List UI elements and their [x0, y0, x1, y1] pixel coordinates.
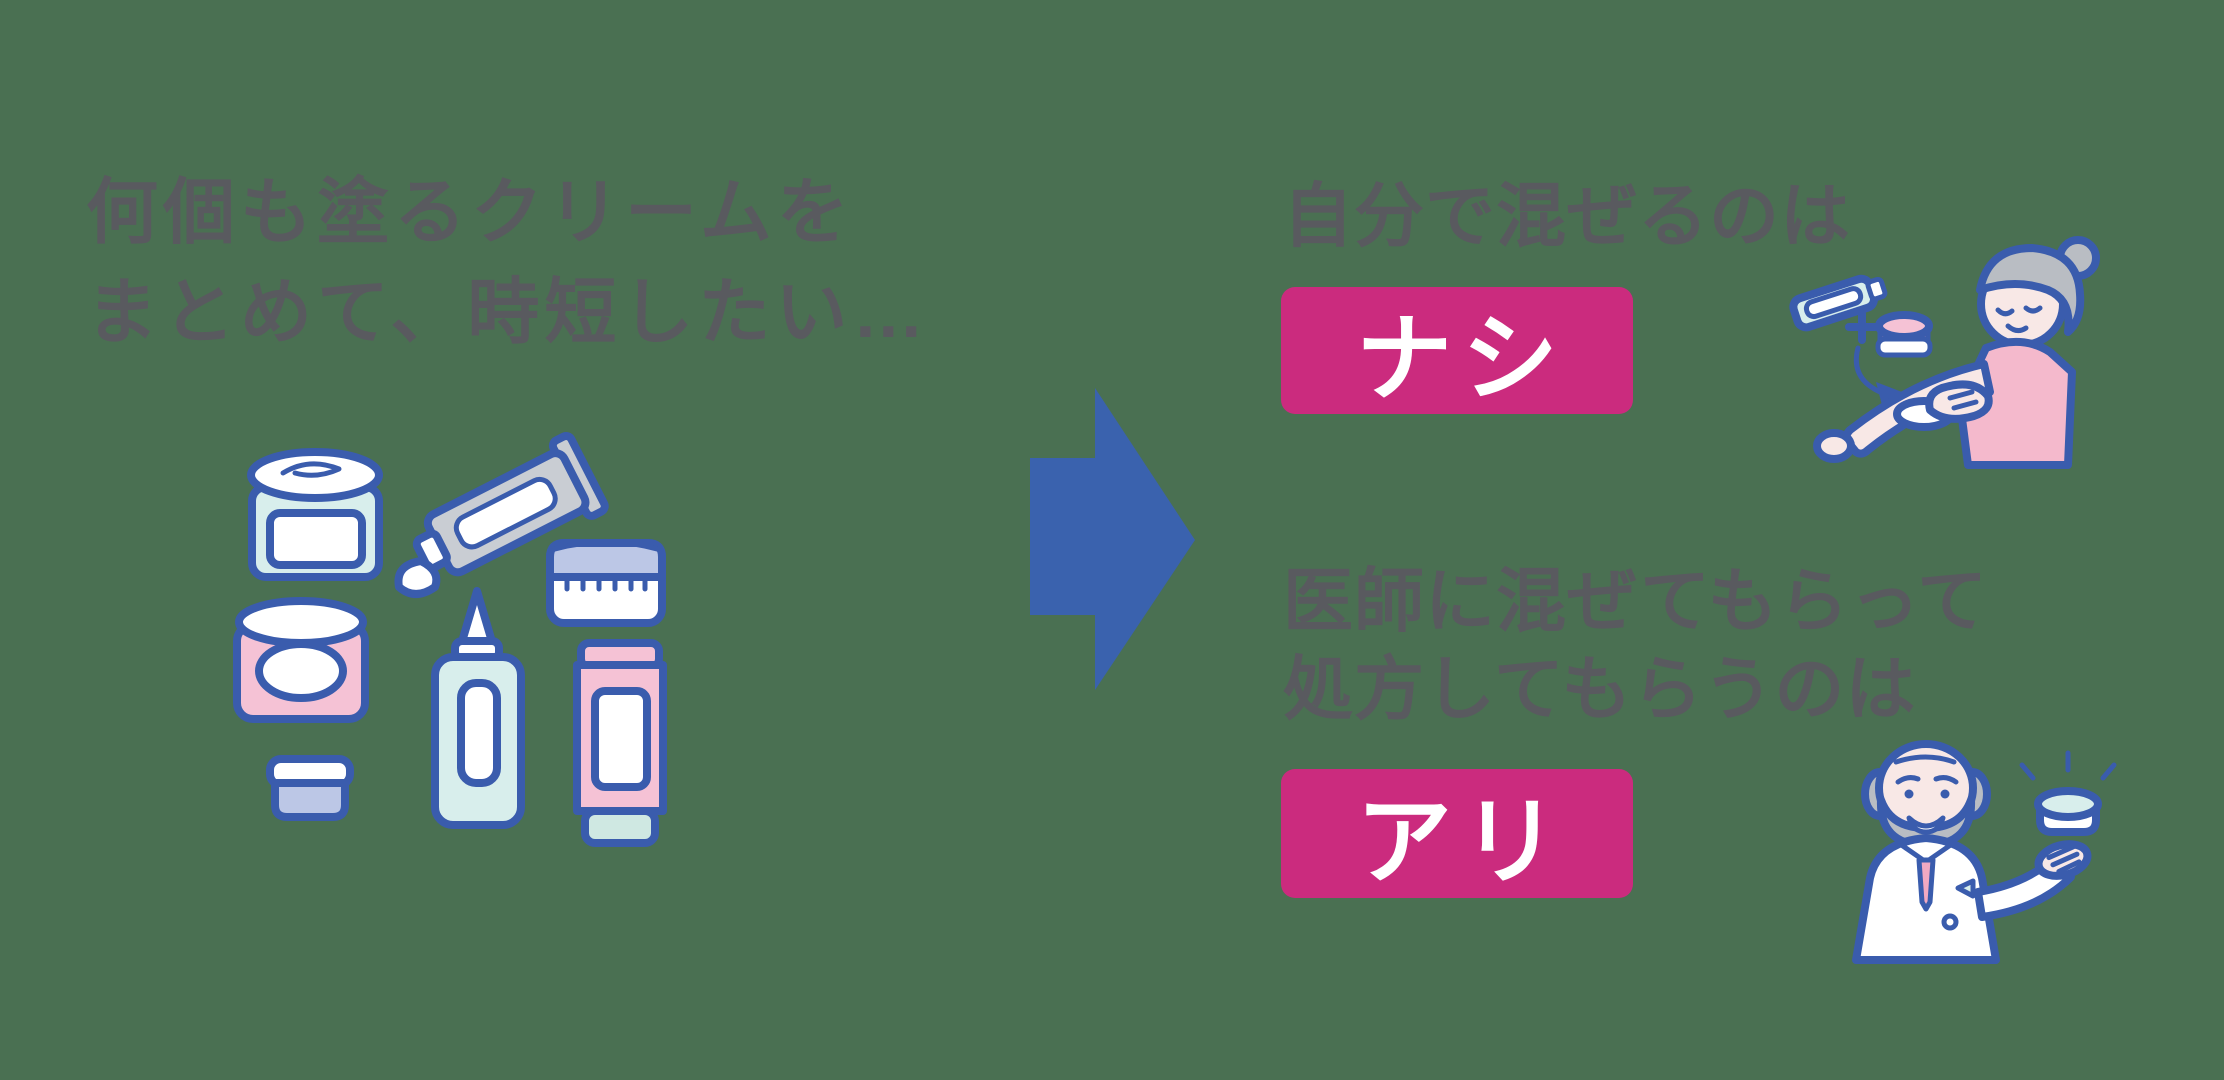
problem-headline-line1: 何個も塗るクリームを: [86, 173, 854, 253]
doctor-mix-verdict-text: アリ: [1356, 789, 1568, 896]
self-mix-verdict-text: ナシ: [1356, 306, 1568, 413]
mini-jar-icon: [1875, 311, 1933, 358]
curved-arrow-icon: [1853, 345, 1883, 395]
woman-figure: [1813, 236, 2100, 469]
doctor-figure: [1852, 740, 2092, 964]
standing-tube-pink-icon: [573, 639, 667, 847]
woman-applying-cream-illustration: [1789, 236, 2100, 469]
arrow-right-icon: [1030, 388, 1195, 690]
small-jar-icon: [266, 755, 354, 821]
self-mix-verdict-badge: ナシ: [1281, 287, 1633, 414]
doctor-mix-label: 医師に混ぜてもらって 処方してもらうのは: [1283, 557, 1988, 733]
nozzle-bottle-mint-icon: [431, 587, 525, 829]
jar-lid-lavender-icon: [546, 539, 666, 627]
mini-tube-icon: [1789, 274, 1888, 332]
held-cream-jar-icon: [2019, 750, 2117, 836]
problem-headline: 何個も塗るクリームを まとめて、時短したい…: [86, 163, 929, 363]
squeeze-tube-gray-icon: [412, 432, 609, 577]
plus-icon: [1845, 310, 1879, 344]
cream-squeeze-blob: [394, 557, 441, 598]
open-jar-pink-icon: [233, 597, 369, 723]
cream-products-illustration: [233, 432, 667, 847]
curved-arrowhead: [1876, 382, 1902, 409]
doctor-mix-verdict-badge: アリ: [1281, 769, 1633, 898]
open-jar-mint-icon: [247, 448, 383, 581]
self-mix-label: 自分で混ぜるのは: [1283, 177, 1851, 255]
doctor-mix-label-line2: 処方してもらうのは: [1283, 650, 1917, 728]
sparkle-lines: [2019, 750, 2117, 781]
doctor-illustration: [1852, 740, 2117, 964]
problem-headline-line2: まとめて、時短したい…: [86, 273, 930, 353]
doctor-mix-label-line1: 医師に混ぜてもらって: [1283, 562, 1989, 640]
